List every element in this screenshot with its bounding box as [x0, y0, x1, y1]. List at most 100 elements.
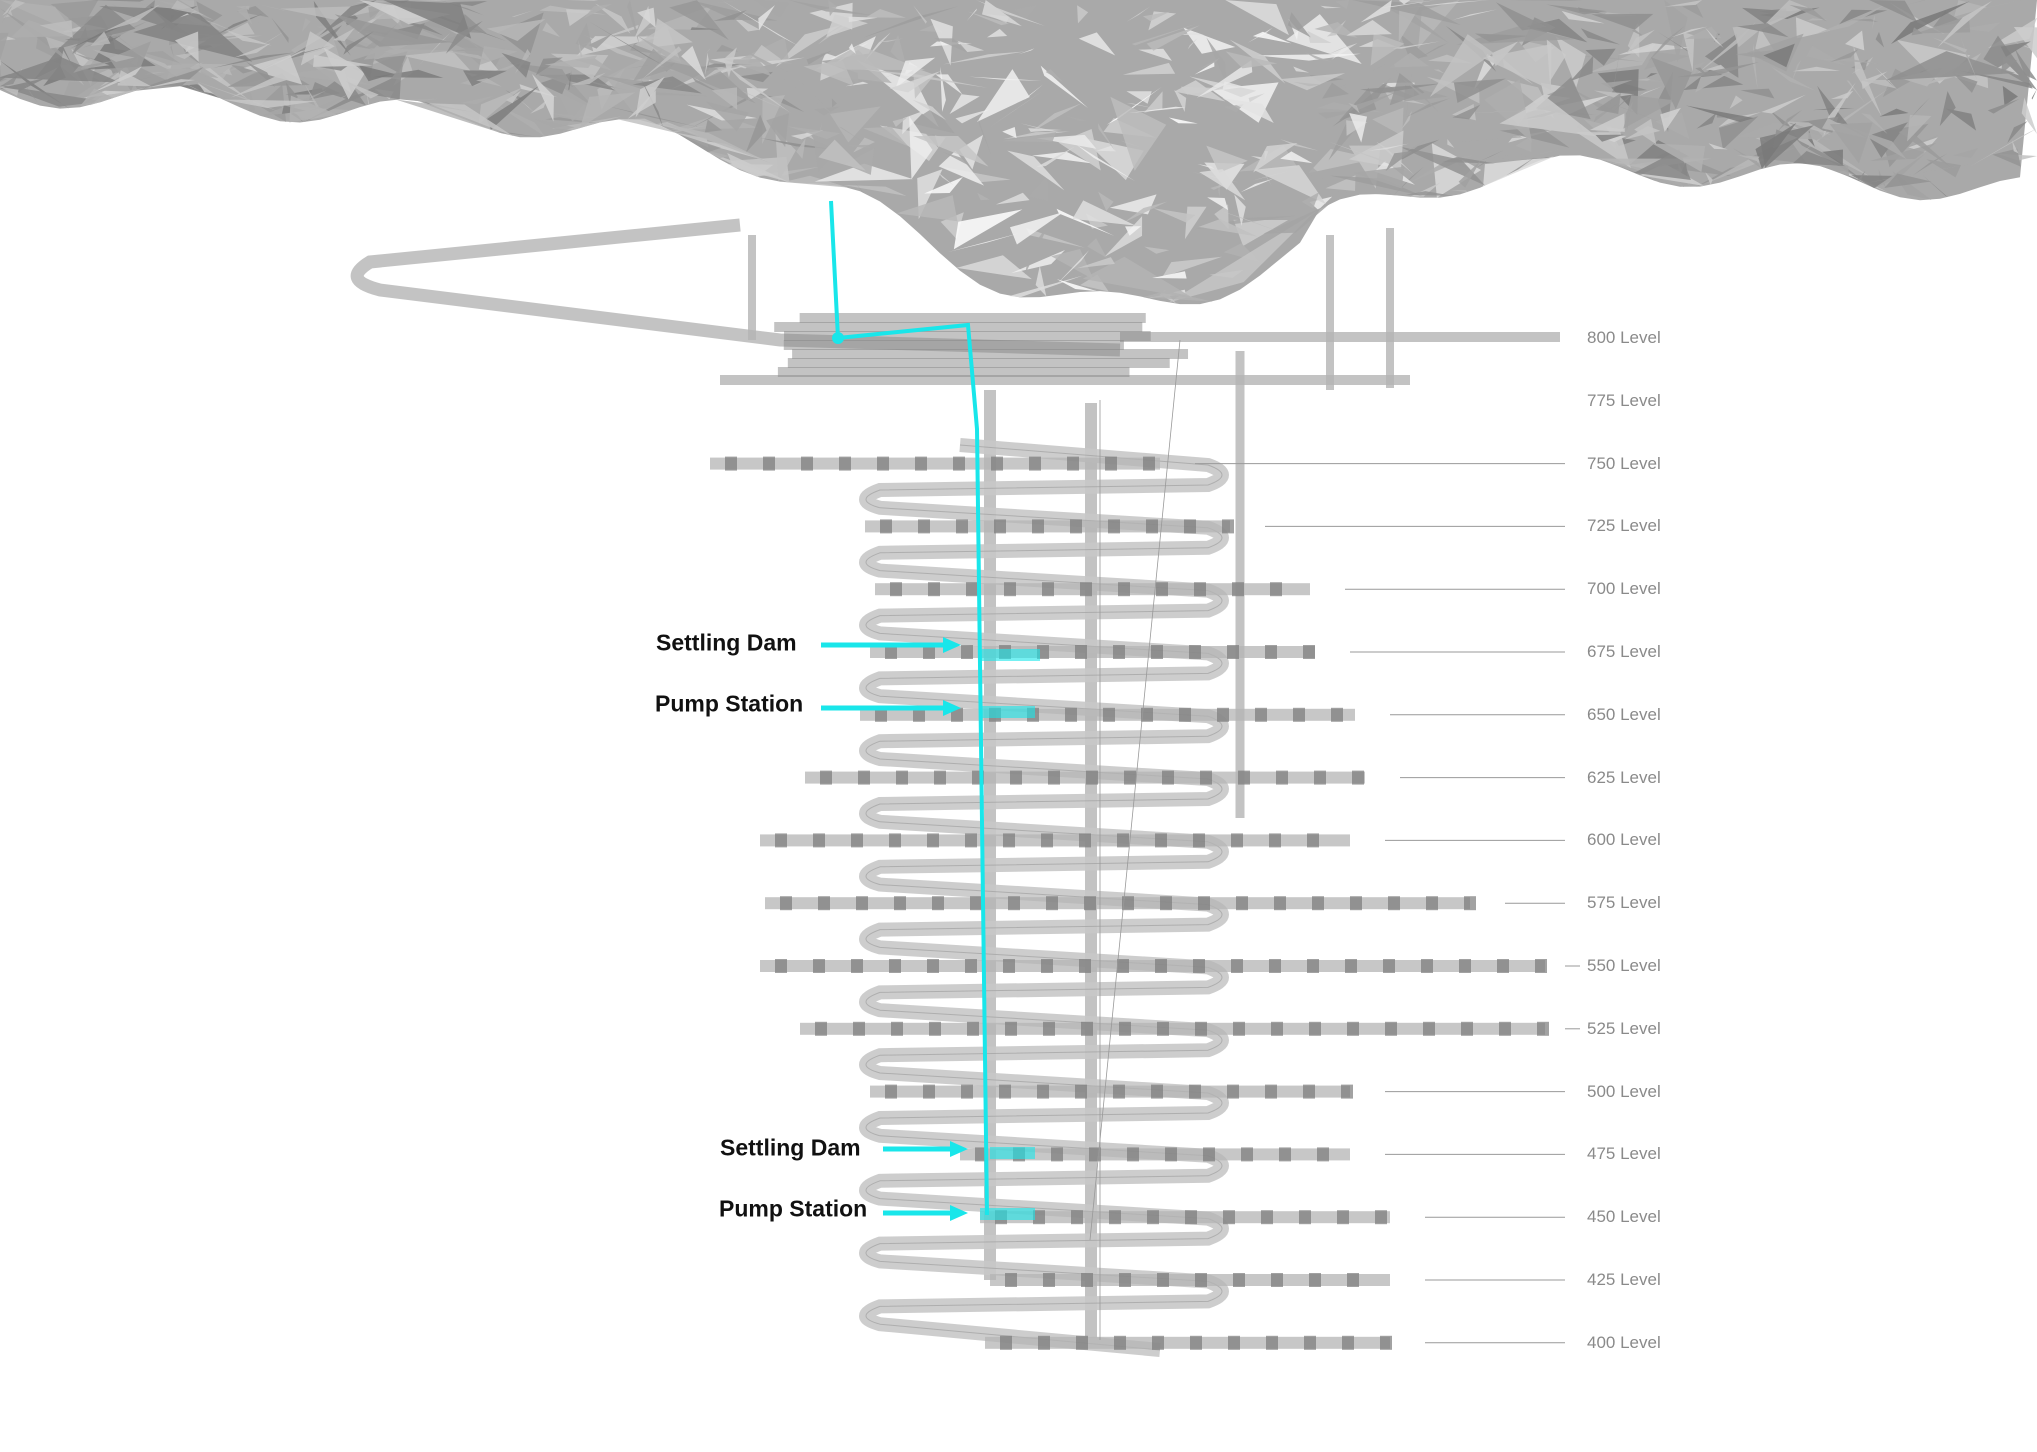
drift-marker — [851, 959, 863, 973]
drift-marker — [885, 1084, 897, 1099]
drift-marker — [1303, 1084, 1315, 1099]
terrain-facet — [652, 18, 693, 48]
terrain-facet — [1576, 132, 1631, 169]
drift-marker — [1193, 959, 1205, 973]
terrain-facet — [439, 0, 484, 16]
terrain-facet — [627, 0, 640, 45]
terrain-facet — [1144, 91, 1163, 113]
terrain-facet — [566, 0, 599, 1]
terrain-facet — [1026, 228, 1085, 248]
drift-marker — [1266, 1335, 1278, 1350]
terrain-facet — [937, 171, 955, 186]
drift-marker — [1119, 1273, 1131, 1287]
terrain-facet — [1589, 43, 1656, 73]
terrain-facet — [1325, 44, 1354, 56]
terrain-facet — [1452, 104, 1481, 120]
terrain-facet — [568, 69, 572, 90]
terrain-facet — [1388, 8, 1449, 43]
terrain-facet — [1705, 172, 1713, 185]
terrain-facet — [1475, 33, 1528, 42]
terrain-facet — [1128, 106, 1186, 114]
terrain-facet — [1488, 154, 1530, 160]
terrain-facet — [1097, 123, 1116, 152]
drift-marker — [961, 645, 973, 659]
terrain-facet — [1664, 0, 1703, 7]
terrain-facet — [257, 21, 286, 32]
level-label: 550 Level — [1587, 956, 1661, 975]
terrain-facet — [1020, 123, 1063, 133]
terrain-facet — [1505, 157, 1535, 176]
drift-marker — [818, 896, 830, 911]
drift-marker — [1086, 770, 1098, 785]
drift-marker — [1162, 770, 1174, 785]
terrain-facet — [501, 52, 531, 78]
terrain-facet — [1447, 138, 1455, 148]
drift-marker — [956, 519, 968, 534]
drift-marker — [1279, 1147, 1291, 1162]
terrain-facet — [212, 52, 295, 68]
terrain-facet — [727, 66, 791, 113]
terrain-facet — [1860, 79, 1897, 89]
drift-marker — [1156, 582, 1168, 597]
terrain-facet — [23, 81, 38, 103]
terrain-facet — [1024, 223, 1050, 275]
terrain-facet — [50, 0, 99, 29]
drift-marker — [1223, 1210, 1235, 1225]
drift-marker — [1383, 959, 1395, 973]
terrain-facet — [1181, 31, 1205, 36]
drift-marker — [1004, 582, 1016, 597]
drift-marker — [1076, 1335, 1088, 1350]
shaft — [1386, 228, 1394, 388]
terrain-facet — [222, 68, 233, 76]
level-label: 600 Level — [1587, 830, 1661, 850]
terrain-facet — [1898, 128, 1954, 170]
terrain-facet — [1168, 213, 1313, 303]
terrain-facet — [1639, 86, 1662, 96]
drift-marker — [780, 896, 792, 911]
terrain-facet — [1406, 155, 1474, 185]
terrain-facet — [304, 83, 320, 114]
terrain-facet — [1786, 120, 1872, 178]
terrain-facet — [1314, 22, 1358, 38]
terrain-facet — [672, 124, 710, 133]
terrain-facet — [199, 65, 219, 79]
terrain-facet — [1080, 274, 1109, 292]
terrain-facet — [1045, 69, 1064, 83]
terrain-facet — [1953, 148, 1979, 158]
terrain-facet — [1370, 32, 1405, 66]
drift-marker — [1179, 707, 1191, 722]
terrain-facet — [1248, 93, 1265, 103]
terrain-facet — [863, 6, 959, 38]
terrain-facet — [366, 91, 369, 105]
terrain-facet — [940, 66, 946, 112]
terrain-facet — [1458, 160, 1481, 188]
terrain-facet — [1293, 81, 1322, 87]
terrain-facet — [966, 114, 978, 120]
terrain-facet — [1032, 151, 1091, 164]
terrain-facet — [1585, 48, 1616, 66]
terrain-facet — [2000, 36, 2032, 49]
terrain-facet — [1056, 279, 1097, 292]
terrain-facet — [31, 103, 67, 109]
terrain-facet — [0, 56, 121, 83]
terrain-facet — [143, 51, 180, 64]
terrain-facet — [635, 76, 665, 118]
arrow-head-icon — [950, 1205, 968, 1221]
terrain-facet — [938, 150, 985, 186]
drift-marker — [1157, 1273, 1169, 1287]
terrain-facet — [282, 25, 343, 61]
drift-marker — [839, 456, 851, 471]
drift-marker — [815, 1021, 827, 1036]
terrain-facet — [445, 20, 483, 54]
terrain-facet — [1962, 22, 2001, 32]
drift-marker — [1388, 896, 1400, 911]
level-label: 425 Level — [1587, 1270, 1661, 1289]
drift-marker — [1117, 959, 1129, 973]
drift-marker — [1461, 1021, 1473, 1036]
terrain-facet — [1194, 62, 1215, 75]
terrain-facet — [1907, 0, 1925, 5]
drift-marker — [1032, 519, 1044, 534]
terrain-facet — [1758, 0, 1808, 32]
drift-marker — [965, 833, 977, 848]
drift-marker — [1293, 707, 1305, 722]
